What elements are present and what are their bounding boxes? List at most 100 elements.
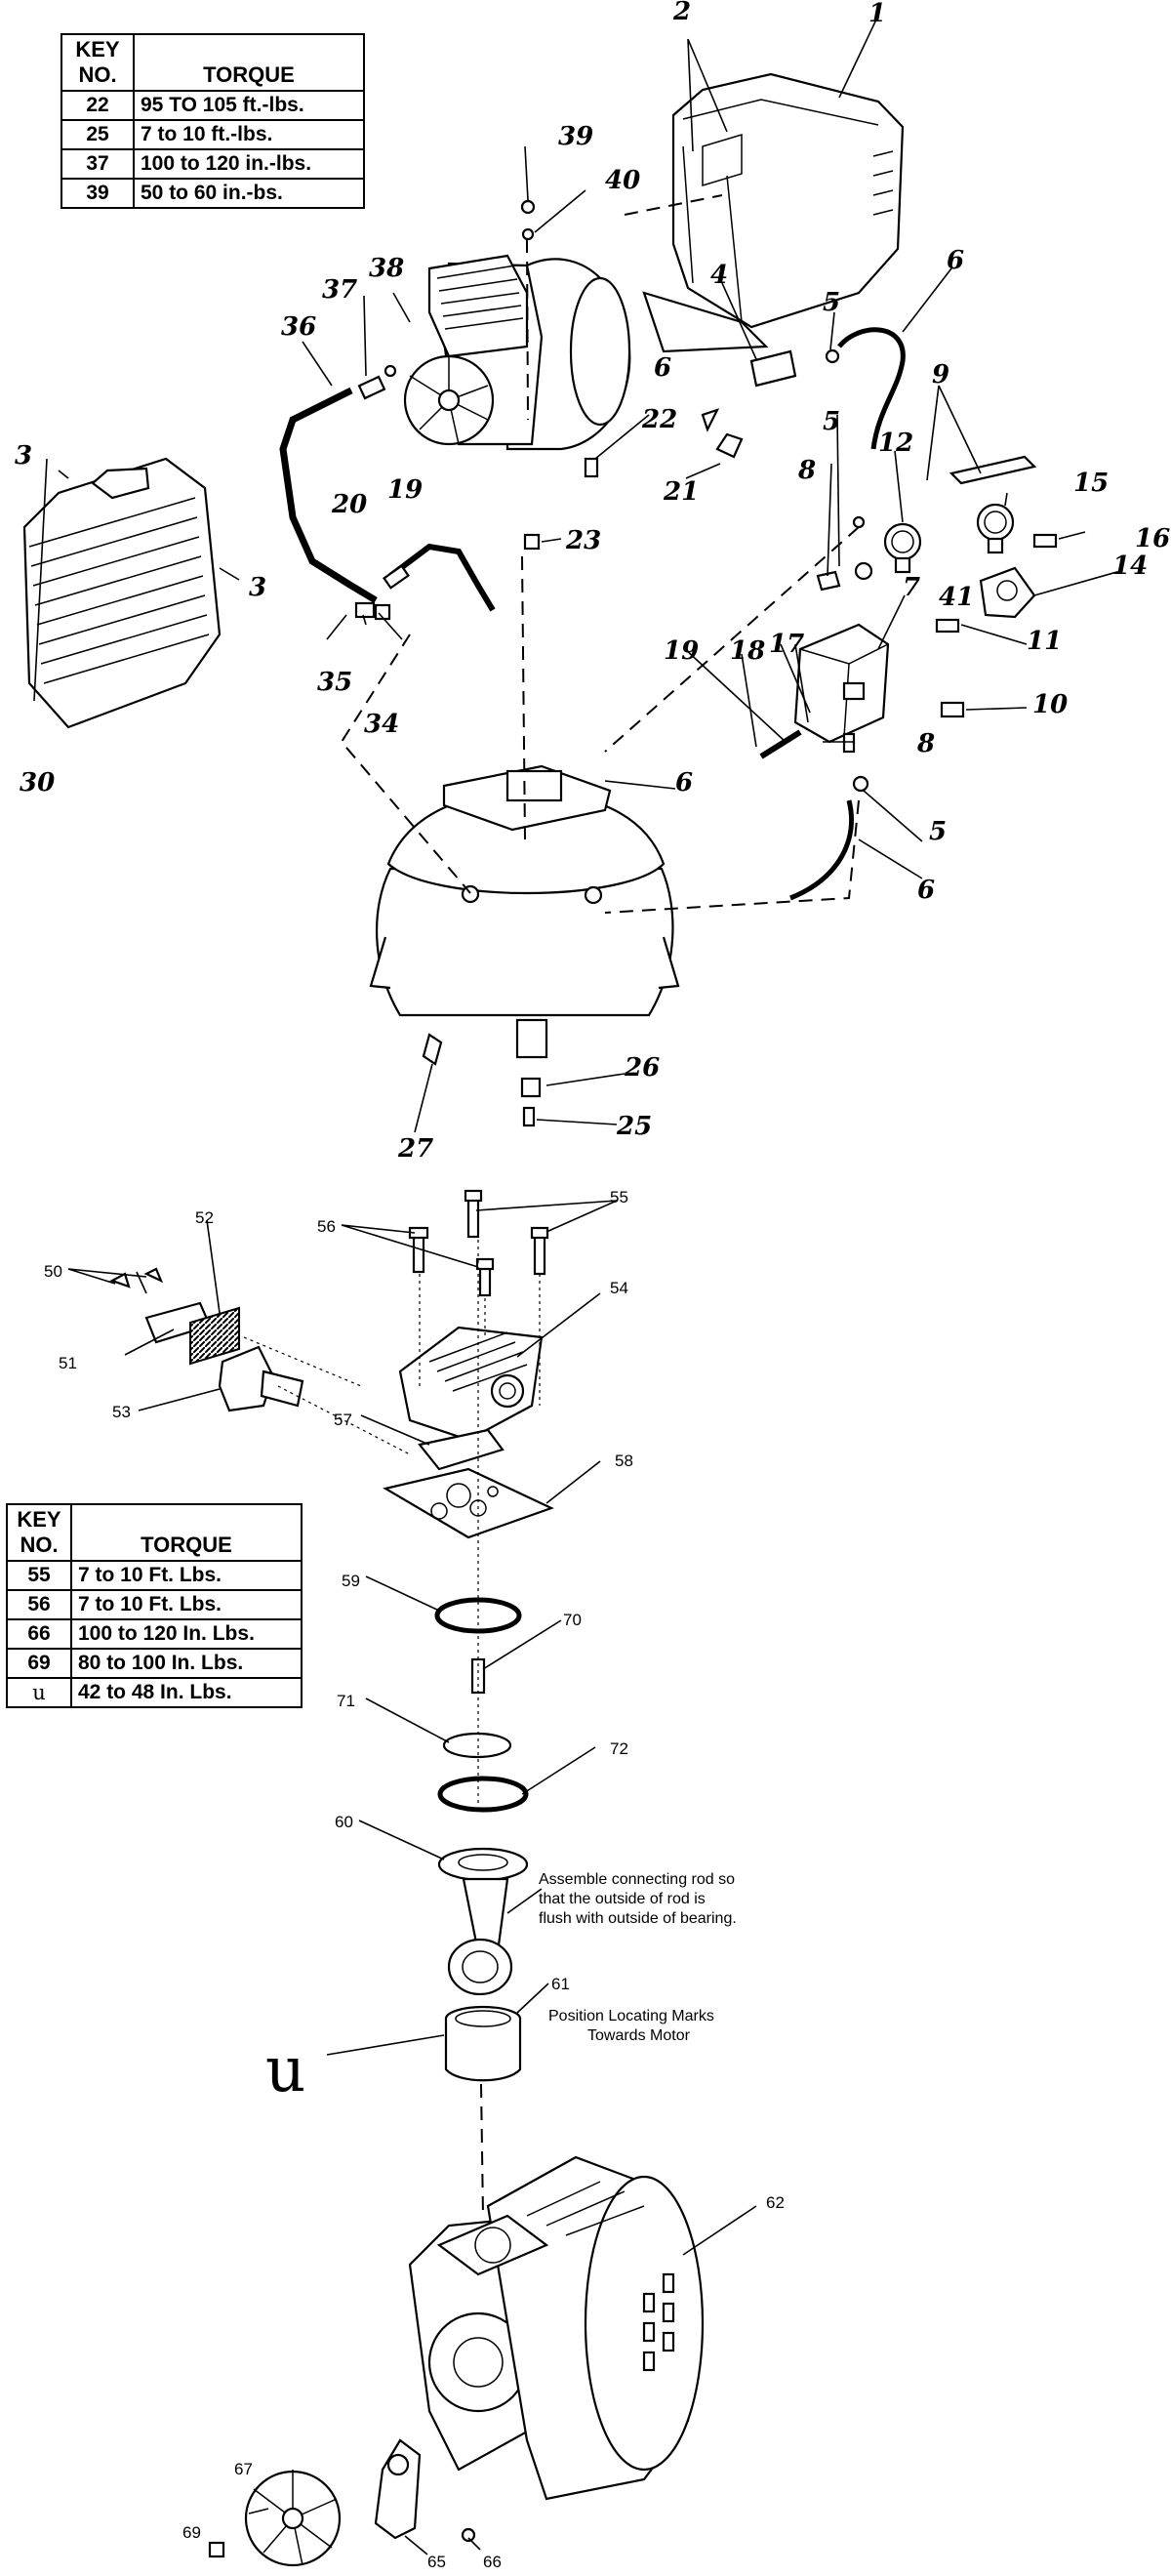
label-27: 27: [397, 1134, 433, 1164]
table-row: 22 95 TO 105 ft.-lbs.: [61, 90, 365, 121]
key-cell: 25: [61, 119, 135, 150]
head-gasket-part: [418, 1428, 505, 1471]
label-50: 50: [44, 1262, 62, 1281]
label-3b: 3: [249, 573, 266, 602]
label-5b: 5: [823, 407, 840, 436]
label-6d: 6: [917, 876, 935, 905]
label-35: 35: [317, 668, 352, 697]
table-row: 56 7 to 10 Ft. Lbs.: [6, 1589, 303, 1620]
label-56: 56: [317, 1217, 336, 1236]
note-marks-line1: Position Locating Marks: [548, 2008, 714, 2024]
label-53: 53: [112, 1403, 131, 1421]
label-1: 1: [868, 0, 886, 28]
label-2: 2: [672, 0, 691, 26]
torque-cell: 50 to 60 in.-bs.: [133, 178, 365, 209]
tube-6-top: [837, 327, 906, 450]
leader-lines-pump: [67, 1200, 757, 2556]
key-cell: u: [6, 1677, 72, 1708]
table-row: 37 100 to 120 in.-lbs.: [61, 148, 365, 180]
label-17: 17: [769, 630, 804, 659]
torque-cell: 80 to 100 In. Lbs.: [70, 1648, 303, 1679]
tube-6-bottom: [789, 799, 854, 901]
gauges: [883, 455, 1058, 718]
label-65: 65: [427, 2553, 446, 2571]
mounting-plate-part: [642, 291, 769, 353]
label-36: 36: [281, 312, 316, 342]
label-69: 69: [182, 2523, 201, 2542]
key-cell: 55: [6, 1560, 72, 1591]
label-52: 52: [195, 1208, 214, 1227]
label-26: 26: [624, 1053, 660, 1083]
eccentric-part: [374, 2438, 422, 2540]
label-39: 39: [558, 122, 593, 151]
label-8a: 8: [797, 456, 816, 485]
label-6c: 6: [675, 768, 693, 797]
shroud-part: [671, 72, 905, 329]
valve-disc-part: [442, 1732, 512, 1759]
label-25: 25: [616, 1112, 652, 1141]
label-51: 51: [59, 1354, 77, 1372]
label-14: 14: [1112, 552, 1148, 581]
label-6b: 6: [654, 353, 671, 383]
fittings: [354, 199, 869, 793]
label-9: 9: [932, 360, 949, 389]
assembly-lines-pump: [243, 1240, 541, 2217]
label-20: 20: [331, 490, 367, 519]
label-3a: 3: [15, 441, 32, 470]
torque-cell: 100 to 120 in.-lbs.: [133, 148, 365, 180]
label-6a: 6: [947, 246, 964, 275]
label-18: 18: [730, 636, 765, 666]
pump-motor-assembly: [403, 254, 631, 451]
note-rod-line2: that the outside of rod is: [539, 1891, 706, 1907]
label-11: 11: [1027, 627, 1062, 656]
torque-cell: 95 TO 105 ft.-lbs.: [133, 90, 365, 121]
note-rod-line1: Assemble connecting rod so: [539, 1871, 735, 1888]
rear-shroud-part: [22, 457, 222, 729]
torque-cell: 42 to 48 In. Lbs.: [70, 1677, 303, 1708]
part-labels-top: 1 2 3 3 4 5 5 5 6 6 6 6 7 8 8 9 10 11 12…: [15, 0, 1170, 1164]
fan-part: [244, 2470, 342, 2567]
label-22: 22: [641, 405, 677, 434]
label-57: 57: [334, 1411, 352, 1429]
key-cell: 37: [61, 148, 135, 180]
cylinder-head-part: [398, 1326, 544, 1442]
label-58: 58: [615, 1452, 633, 1470]
label-30: 30: [20, 768, 55, 797]
leader-lines-top: [33, 19, 1121, 1133]
key-cell: 66: [6, 1618, 72, 1650]
label-21: 21: [663, 477, 699, 507]
bearing-part: [444, 2005, 522, 2082]
part-labels-pump: 50 51 52 53 54 55 56 57 58 59 60 61 62 6…: [44, 1188, 785, 2571]
label-71: 71: [337, 1692, 355, 1710]
label-16: 16: [1135, 524, 1170, 553]
key-cell: 22: [61, 90, 135, 121]
label-u-large: u: [265, 2034, 305, 2106]
label-67: 67: [234, 2460, 253, 2478]
torque-cell: 100 to 120 In. Lbs.: [70, 1618, 303, 1650]
label-59: 59: [342, 1572, 360, 1590]
label-40: 40: [605, 166, 640, 195]
label-5a: 5: [823, 288, 840, 317]
nut-66-part: [461, 2527, 476, 2543]
label-41: 41: [939, 583, 974, 612]
label-7: 7: [903, 573, 920, 602]
crankcase-motor-part: [408, 2155, 705, 2501]
torque-cell: 7 to 10 ft.-lbs.: [133, 119, 365, 150]
label-37: 37: [322, 275, 357, 305]
label-19a: 19: [387, 475, 423, 505]
note-marks-line2: Towards Motor: [587, 2027, 691, 2044]
label-60: 60: [335, 1813, 353, 1831]
valve-plate-part: [383, 1467, 554, 1539]
key-cell: 39: [61, 178, 135, 209]
label-5c: 5: [929, 817, 947, 846]
label-23: 23: [565, 526, 601, 555]
label-72: 72: [610, 1739, 628, 1758]
pressure-switch-part: [793, 561, 890, 754]
label-19b: 19: [664, 636, 699, 666]
key-cell: 69: [6, 1648, 72, 1679]
torque-cell: 7 to 10 Ft. Lbs.: [70, 1560, 303, 1591]
table-row: 25 7 to 10 ft.-lbs.: [61, 119, 365, 150]
